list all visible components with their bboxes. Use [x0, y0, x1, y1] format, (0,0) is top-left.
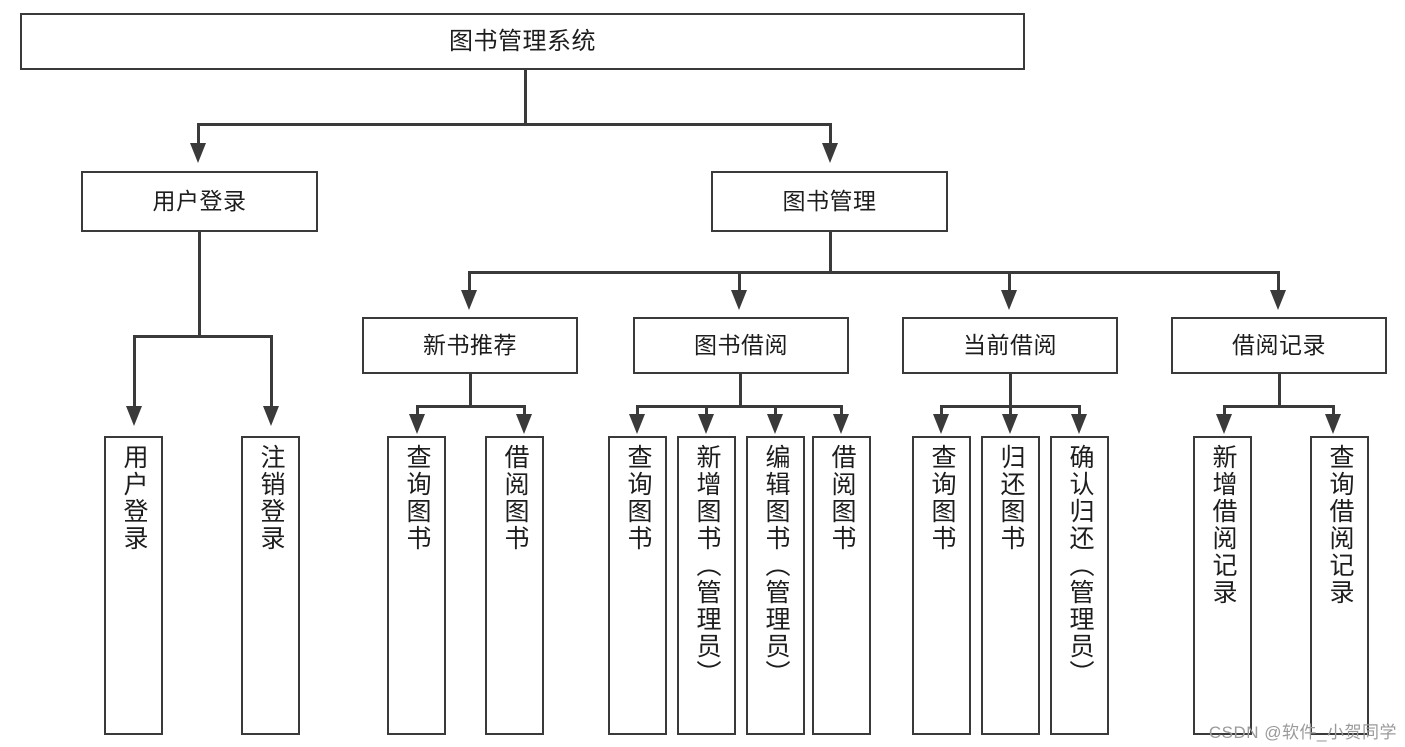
csdn-watermark: CSDN @软件_小贺同学 [1208, 723, 1397, 742]
node-current-borrow[interactable]: 当前借阅 [902, 317, 1118, 374]
leaf-new-book-query[interactable]: 查询图书 [387, 436, 446, 735]
edge-new-book-bus [416, 405, 526, 408]
edge-book-manage-bus [468, 271, 1280, 274]
leaf-book-borrow-add[interactable]: 新增图书（管理员） [677, 436, 736, 735]
edge-current-borrow-drop-3 [1078, 405, 1081, 416]
arrowhead-borrow-records-leaf-2 [1325, 414, 1341, 434]
edge-borrow-records-stem [1278, 374, 1281, 407]
arrowhead-book-borrow-leaf-1 [629, 414, 645, 434]
edge-root-to-book-manage-drop [829, 123, 832, 145]
node-label: 归还图书 [997, 444, 1025, 552]
edge-book-manage-drop-4 [1277, 271, 1280, 291]
arrowhead-user-login-leaf-2 [263, 406, 279, 426]
leaf-borrow-records-add[interactable]: 新增借阅记录 [1193, 436, 1252, 735]
node-borrow-records[interactable]: 借阅记录 [1171, 317, 1387, 374]
edge-book-manage-stem [829, 232, 832, 273]
node-label: 借阅图书 [828, 444, 856, 552]
edge-user-login-bus [133, 335, 273, 338]
edge-root-stem [524, 70, 527, 125]
node-user-login[interactable]: 用户登录 [81, 171, 318, 232]
node-book-management[interactable]: 图书管理 [711, 171, 948, 232]
arrowhead-root-to-book-manage [822, 143, 838, 163]
node-label: 用户登录 [120, 444, 148, 552]
edge-new-book-drop-1 [416, 405, 419, 416]
node-label: 借阅图书 [501, 444, 529, 552]
node-label: 图书借阅 [694, 332, 788, 359]
node-book-borrow[interactable]: 图书借阅 [633, 317, 849, 374]
edge-book-manage-drop-2 [738, 271, 741, 291]
leaf-borrow-records-query[interactable]: 查询借阅记录 [1310, 436, 1369, 735]
arrowhead-new-book-leaf-1 [409, 414, 425, 434]
arrowhead-new-book-leaf-2 [516, 414, 532, 434]
node-label: 注销登录 [257, 444, 285, 552]
edge-borrow-records-bus [1223, 405, 1335, 408]
edge-new-book-stem [469, 374, 472, 407]
leaf-user-login-signin[interactable]: 用户登录 [104, 436, 163, 735]
edge-new-book-drop-2 [523, 405, 526, 416]
edge-root-bus [197, 123, 831, 126]
leaf-book-borrow-edit[interactable]: 编辑图书（管理员） [746, 436, 805, 735]
edge-borrow-records-drop-1 [1223, 405, 1226, 416]
arrowhead-user-login-leaf-1 [126, 406, 142, 426]
node-label: 新书推荐 [423, 332, 517, 359]
node-label: 查询图书 [624, 444, 652, 552]
node-label: 当前借阅 [963, 332, 1057, 359]
node-label: 查询图书 [928, 444, 956, 552]
edge-book-borrow-drop-1 [636, 405, 639, 416]
leaf-book-borrow-query[interactable]: 查询图书 [608, 436, 667, 735]
node-label: 借阅记录 [1232, 332, 1326, 359]
edge-current-borrow-drop-2 [1009, 405, 1012, 416]
arrowhead-current-borrow-leaf-1 [933, 414, 949, 434]
edge-book-manage-drop-3 [1008, 271, 1011, 291]
edge-book-borrow-drop-3 [774, 405, 777, 416]
arrowhead-book-manage-child-1 [461, 290, 477, 310]
node-label: 图书管理系统 [449, 27, 596, 55]
node-label: 新增借阅记录 [1209, 444, 1237, 606]
leaf-user-login-signout[interactable]: 注销登录 [241, 436, 300, 735]
leaf-book-borrow-borrow[interactable]: 借阅图书 [812, 436, 871, 735]
edge-user-login-drop-1 [133, 335, 136, 407]
arrowhead-book-borrow-leaf-3 [767, 414, 783, 434]
arrowhead-book-borrow-leaf-2 [698, 414, 714, 434]
node-label: 查询借阅记录 [1326, 444, 1354, 606]
node-label: 确认归还（管理员） [1066, 444, 1094, 687]
edge-book-borrow-drop-4 [840, 405, 843, 416]
edge-current-borrow-stem [1009, 374, 1012, 407]
node-label: 编辑图书（管理员） [762, 444, 790, 687]
edge-book-borrow-stem [739, 374, 742, 407]
edge-root-to-user-login-drop [197, 123, 200, 145]
arrowhead-root-to-user-login [190, 143, 206, 163]
edge-book-borrow-drop-2 [705, 405, 708, 416]
leaf-current-borrow-query[interactable]: 查询图书 [912, 436, 971, 735]
node-label: 新增图书（管理员） [693, 444, 721, 687]
edge-user-login-stem [198, 232, 201, 337]
arrowhead-current-borrow-leaf-3 [1071, 414, 1087, 434]
node-label: 查询图书 [403, 444, 431, 552]
leaf-current-borrow-confirm-return[interactable]: 确认归还（管理员） [1050, 436, 1109, 735]
arrowhead-current-borrow-leaf-2 [1002, 414, 1018, 434]
edge-book-borrow-bus [636, 405, 843, 408]
node-label: 用户登录 [152, 188, 247, 215]
leaf-new-book-borrow[interactable]: 借阅图书 [485, 436, 544, 735]
node-new-book-recommend[interactable]: 新书推荐 [362, 317, 578, 374]
node-label: 图书管理 [782, 188, 877, 215]
edge-book-manage-drop-1 [468, 271, 471, 291]
leaf-current-borrow-return[interactable]: 归还图书 [981, 436, 1040, 735]
edge-user-login-drop-2 [270, 335, 273, 407]
arrowhead-book-manage-child-2 [731, 290, 747, 310]
arrowhead-book-manage-child-3 [1001, 290, 1017, 310]
edge-borrow-records-drop-2 [1332, 405, 1335, 416]
node-root-book-management-system[interactable]: 图书管理系统 [20, 13, 1025, 70]
arrowhead-book-manage-child-4 [1270, 290, 1286, 310]
arrowhead-book-borrow-leaf-4 [833, 414, 849, 434]
edge-current-borrow-drop-1 [940, 405, 943, 416]
arrowhead-borrow-records-leaf-1 [1216, 414, 1232, 434]
